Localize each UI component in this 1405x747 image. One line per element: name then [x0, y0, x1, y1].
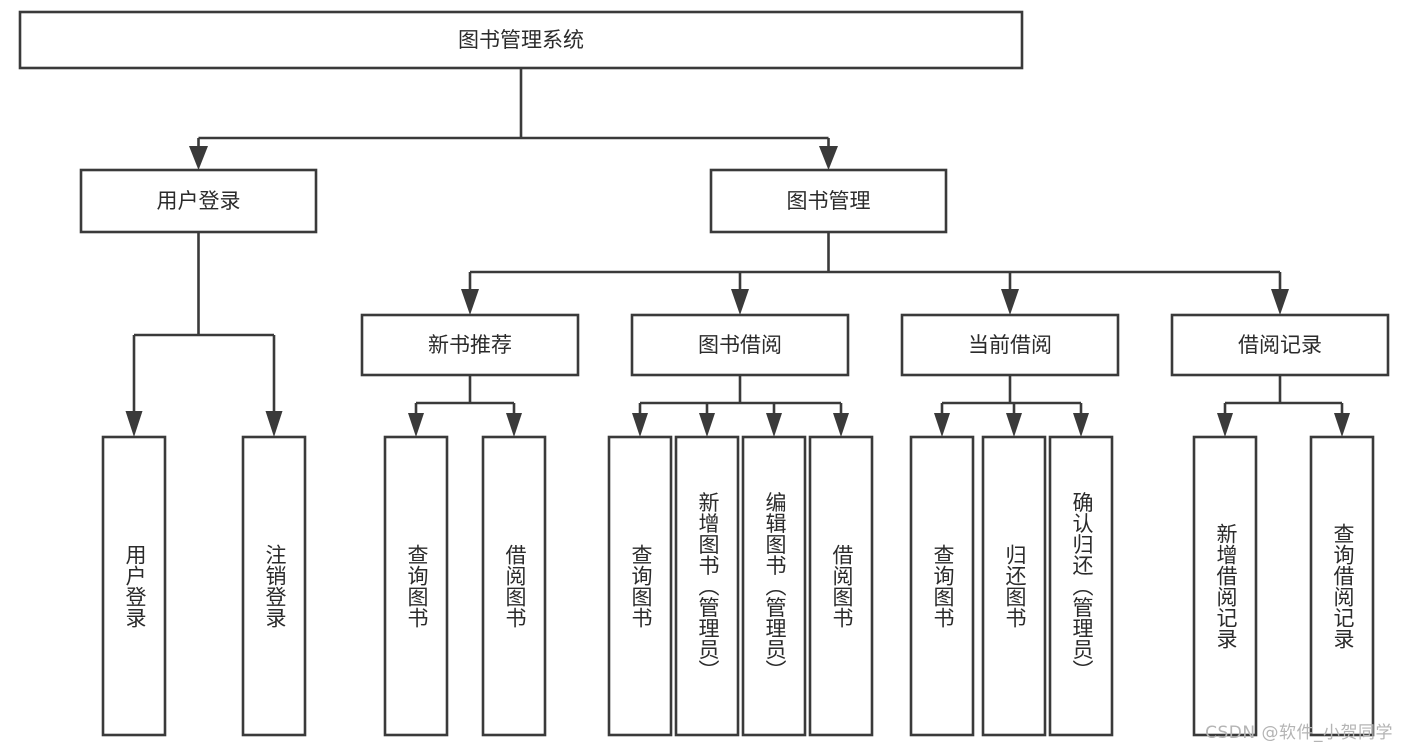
current-borrow-label: 当前借阅: [968, 333, 1052, 357]
leaf-edit-book-admin-label: 编辑图书（管理员）: [763, 492, 787, 681]
user-login-box[interactable]: [79, 168, 318, 234]
leaf-return-book[interactable]: 归还图书: [981, 435, 1047, 737]
leaf-query-book-3-label: 查询图书: [931, 544, 955, 628]
arrow-head-leaf-user-login: [125, 411, 143, 437]
leaf-confirm-return-admin[interactable]: 确认归还（管理员）: [1048, 435, 1114, 737]
arrow-head-leaf-add-borrow-record: [1217, 413, 1233, 437]
node-root-system[interactable]: 图书管理系统: [18, 10, 1024, 70]
new-book-recommend-box[interactable]: [360, 313, 580, 377]
leaf-borrow-book-2[interactable]: 借阅图书: [808, 435, 874, 737]
arrow-head-leaf-query-book-1: [408, 413, 424, 437]
leaf-query-book-2[interactable]: 查询图书: [607, 435, 673, 737]
arrow-head-book-borrow: [731, 289, 749, 315]
leaf-confirm-return-admin-label: 确认归还（管理员）: [1070, 492, 1094, 681]
leaf-edit-book-admin-box[interactable]: [741, 435, 807, 737]
node-new-book-recommend[interactable]: 新书推荐: [360, 313, 580, 377]
arrow-head-leaf-query-book-2: [632, 413, 648, 437]
arrow-head-leaf-confirm-return-admin: [1073, 413, 1089, 437]
leaf-query-borrow-record-label: 查询借阅记录: [1331, 523, 1355, 649]
root-box[interactable]: [18, 10, 1024, 70]
arrow-head-leaf-return-book: [1006, 413, 1022, 437]
leaf-borrow-book-1-label: 借阅图书: [503, 544, 527, 628]
leaf-query-book-2-label: 查询图书: [629, 544, 653, 628]
leaf-confirm-return-admin-box[interactable]: [1048, 435, 1114, 737]
leaf-add-borrow-record-box[interactable]: [1192, 435, 1258, 737]
leaf-edit-book-admin[interactable]: 编辑图书（管理员）: [741, 435, 807, 737]
root-label: 图书管理系统: [458, 28, 584, 52]
node-user-login[interactable]: 用户登录: [79, 168, 318, 234]
leaf-add-borrow-record[interactable]: 新增借阅记录: [1192, 435, 1258, 737]
leaf-logout-login[interactable]: 注销登录: [241, 435, 307, 737]
leaf-query-borrow-record-box[interactable]: [1309, 435, 1375, 737]
leaf-borrow-book-2-box[interactable]: [808, 435, 874, 737]
leaf-query-book-1-label: 查询图书: [405, 544, 429, 628]
node-borrow-record[interactable]: 借阅记录: [1170, 313, 1390, 377]
arrow-head-leaf-query-borrow-record: [1334, 413, 1350, 437]
leaf-user-login-label: 用户登录: [123, 544, 147, 628]
leaf-query-book-1-box[interactable]: [383, 435, 449, 737]
book-manage-label: 图书管理: [787, 189, 871, 213]
arrow-head-book-manage: [819, 146, 838, 170]
borrow-record-box[interactable]: [1170, 313, 1390, 377]
arrow-head-user-login: [189, 146, 208, 170]
current-borrow-box[interactable]: [900, 313, 1120, 377]
arrow-head-borrow-record: [1271, 289, 1289, 315]
arrow-head-new-book-recommend: [461, 289, 479, 315]
leaf-query-book-3-box[interactable]: [909, 435, 975, 737]
arrow-head-leaf-add-book-admin: [699, 413, 715, 437]
leaf-query-borrow-record[interactable]: 查询借阅记录: [1309, 435, 1375, 737]
borrow-record-label: 借阅记录: [1238, 333, 1322, 357]
arrow-head-leaf-edit-book-admin: [766, 413, 782, 437]
leaf-return-book-box[interactable]: [981, 435, 1047, 737]
leaf-logout-login-label: 注销登录: [263, 544, 287, 628]
csdn-watermark: CSDN @软件_小贺同学: [1205, 723, 1393, 743]
leaf-borrow-book-1-box[interactable]: [481, 435, 547, 737]
book-borrow-box[interactable]: [630, 313, 850, 377]
arrow-head-leaf-logout-login: [265, 411, 283, 437]
book-borrow-label: 图书借阅: [698, 333, 782, 357]
leaf-query-book-3[interactable]: 查询图书: [909, 435, 975, 737]
leaf-add-book-admin[interactable]: 新增图书（管理员）: [674, 435, 740, 737]
leaf-user-login[interactable]: 用户登录: [101, 435, 167, 737]
node-current-borrow[interactable]: 当前借阅: [900, 313, 1120, 377]
leaf-borrow-book-1[interactable]: 借阅图书: [481, 435, 547, 737]
leaf-user-login-box[interactable]: [101, 435, 167, 737]
leaf-return-book-label: 归还图书: [1003, 544, 1027, 628]
user-login-label: 用户登录: [157, 189, 241, 213]
leaf-add-book-admin-label: 新增图书（管理员）: [696, 492, 720, 681]
leaf-add-borrow-record-label: 新增借阅记录: [1214, 523, 1238, 649]
connectors-group: [125, 68, 1350, 437]
leaf-logout-login-box[interactable]: [241, 435, 307, 737]
new-book-recommend-label: 新书推荐: [428, 333, 512, 357]
node-book-manage[interactable]: 图书管理: [709, 168, 948, 234]
leaf-query-book-1[interactable]: 查询图书: [383, 435, 449, 737]
arrow-head-leaf-query-book-3: [934, 413, 950, 437]
book-manage-box[interactable]: [709, 168, 948, 234]
arrow-head-current-borrow: [1001, 289, 1019, 315]
node-book-borrow[interactable]: 图书借阅: [630, 313, 850, 377]
arrow-head-leaf-borrow-book-2: [833, 413, 849, 437]
leaf-query-book-2-box[interactable]: [607, 435, 673, 737]
leaf-add-book-admin-box[interactable]: [674, 435, 740, 737]
leaf-borrow-book-2-label: 借阅图书: [830, 544, 854, 628]
arrow-head-leaf-borrow-book-1: [506, 413, 522, 437]
